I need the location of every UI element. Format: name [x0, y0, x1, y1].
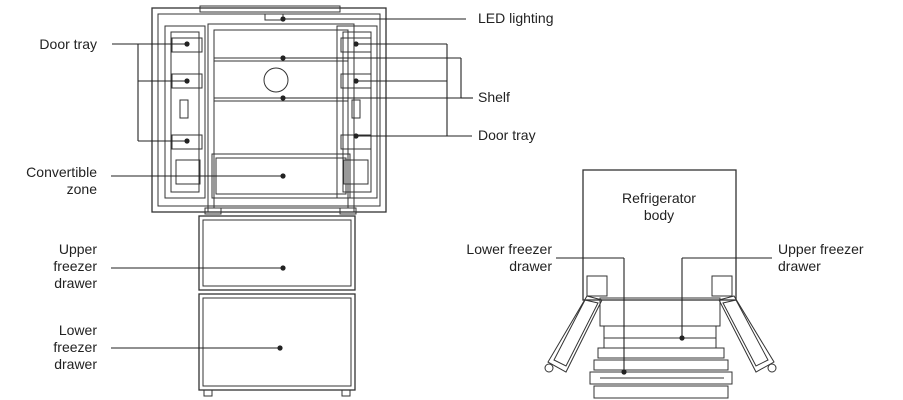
left-door [164, 25, 206, 199]
label-refrigerator-body-line2: body [643, 207, 675, 223]
upper-freezer-drawer [198, 215, 356, 291]
label-top-upper-freezer-line1: Upper freezer [778, 241, 864, 257]
label-refrigerator-body-line1: Refrigerator [622, 190, 696, 206]
label-top-upper-freezer-line2: drawer [778, 258, 821, 274]
label-door-tray-left: Door tray [39, 36, 97, 52]
right-door [336, 25, 378, 199]
label-convertible-zone-line1: Convertible [26, 164, 97, 180]
refrigerator-body [582, 169, 737, 301]
right-door-open [718, 295, 775, 373]
left-door-open [547, 295, 603, 373]
label-upper-freezer-line1: Upper [58, 241, 97, 257]
label-upper-freezer-line3: drawer [54, 275, 97, 291]
label-shelf: Shelf [478, 89, 510, 105]
leader-dots [184, 16, 685, 375]
top-view [544, 169, 777, 399]
cabinet-outline [151, 7, 387, 213]
label-lower-freezer-line3: drawer [54, 356, 97, 372]
label-upper-freezer-drawer: Upper freezer drawer [0, 241, 97, 292]
label-top-lower-freezer-line1: Lower freezer [466, 241, 552, 257]
label-top-lower-freezer-line2: drawer [509, 258, 552, 274]
label-lower-freezer-drawer: Lower freezer drawer [0, 322, 97, 373]
label-refrigerator-body: Refrigerator body [596, 190, 722, 224]
label-lower-freezer-line2: freezer [53, 339, 97, 355]
inner-compartment [207, 23, 355, 213]
label-upper-freezer-line2: freezer [53, 258, 97, 274]
label-lower-freezer-line1: Lower [58, 322, 97, 338]
label-top-lower-freezer-drawer: Lower freezer drawer [400, 241, 552, 275]
lower-freezer-drawer [198, 293, 356, 391]
label-convertible-zone: Convertible zone [0, 164, 97, 198]
label-door-tray-right: Door tray [478, 127, 536, 143]
label-top-upper-freezer-drawer: Upper freezer drawer [778, 241, 864, 275]
front-view [151, 5, 387, 397]
leader-lines [111, 18, 772, 372]
label-convertible-zone-line2: zone [66, 181, 97, 197]
label-led-lighting: LED lighting [478, 10, 554, 26]
